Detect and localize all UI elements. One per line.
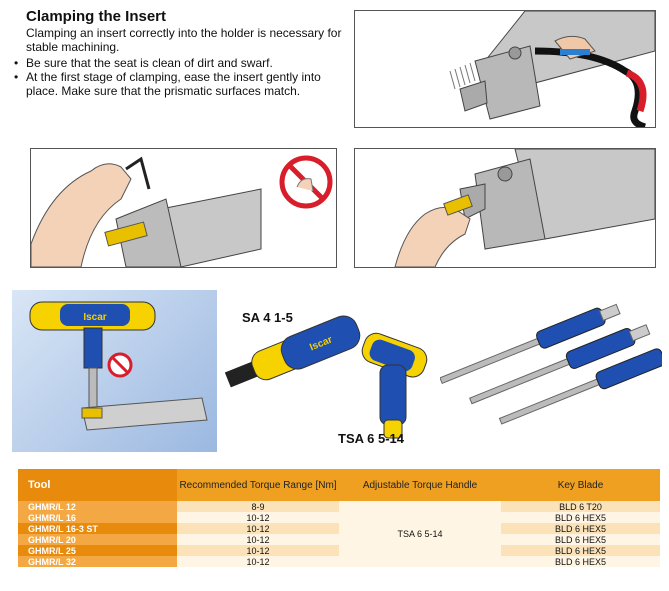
cell-key: BLD 6 HEX5 (501, 534, 660, 545)
table-row: GHMR/L 25 10-12 BLD 6 HEX5 (18, 545, 660, 556)
table-row: GHMR/L 16 10-12 BLD 6 HEX5 (18, 512, 660, 523)
col-header-tool: Tool (18, 469, 177, 501)
cell-key: BLD 6 HEX5 (501, 545, 660, 556)
table-row: GHMR/L 16-3 ST 10-12 BLD 6 HEX5 (18, 523, 660, 534)
cell-key: BLD 6 HEX5 (501, 556, 660, 567)
photo-torque-handles: Iscar SA 4 1-5 TSA 6 5-14 (222, 290, 437, 452)
cell-tool: GHMR/L 16 (18, 512, 177, 523)
col-header-handle: Adjustable Torque Handle (339, 469, 501, 501)
cell-key: BLD 6 T20 (501, 501, 660, 512)
cell-tool: GHMR/L 25 (18, 545, 177, 556)
cell-handle: TSA 6 5-14 (339, 501, 501, 567)
section-title: Clamping the Insert (26, 8, 167, 25)
table-row: GHMR/L 32 10-12 BLD 6 HEX5 (18, 556, 660, 567)
bullet-item: Be sure that the seat is clean of dirt a… (12, 56, 352, 70)
cell-tool: GHMR/L 12 (18, 501, 177, 512)
cell-key: BLD 6 HEX5 (501, 512, 660, 523)
intro-text: Clamping an insert correctly into the ho… (26, 26, 342, 54)
label-tsa: TSA 6 5-14 (338, 431, 404, 446)
cell-tool: GHMR/L 32 (18, 556, 177, 567)
cell-torque: 10-12 (177, 512, 339, 523)
table-row: GHMR/L 12 8-9 TSA 6 5-14 BLD 6 T20 (18, 501, 660, 567)
illustration-brush-cleaning (354, 10, 656, 128)
cell-torque: 10-12 (177, 523, 339, 534)
cell-torque: 10-12 (177, 534, 339, 545)
illustration-wrong-clamping (30, 148, 337, 268)
cell-torque: 8-9 (177, 501, 339, 512)
torque-table: Tool Recommended Torque Range [Nm] Adjus… (18, 469, 660, 567)
cell-tool: GHMR/L 20 (18, 534, 177, 545)
col-header-key: Key Blade (501, 469, 660, 501)
label-sa: SA 4 1-5 (242, 310, 293, 325)
cell-key: BLD 6 HEX5 (501, 523, 660, 534)
col-header-torque: Recommended Torque Range [Nm] (177, 469, 339, 501)
illustration-correct-insert (354, 148, 656, 268)
cell-torque: 10-12 (177, 556, 339, 567)
instruction-list: Be sure that the seat is clean of dirt a… (12, 56, 352, 98)
svg-text:Iscar: Iscar (83, 312, 106, 323)
table-row: GHMR/L 20 10-12 BLD 6 HEX5 (18, 534, 660, 545)
cell-torque: 10-12 (177, 545, 339, 556)
photo-torque-wrench-holder: Iscar (12, 290, 217, 452)
bullet-item: At the first stage of clamping, ease the… (12, 70, 352, 98)
photo-key-blades (440, 290, 662, 452)
cell-tool: GHMR/L 16-3 ST (18, 523, 177, 534)
